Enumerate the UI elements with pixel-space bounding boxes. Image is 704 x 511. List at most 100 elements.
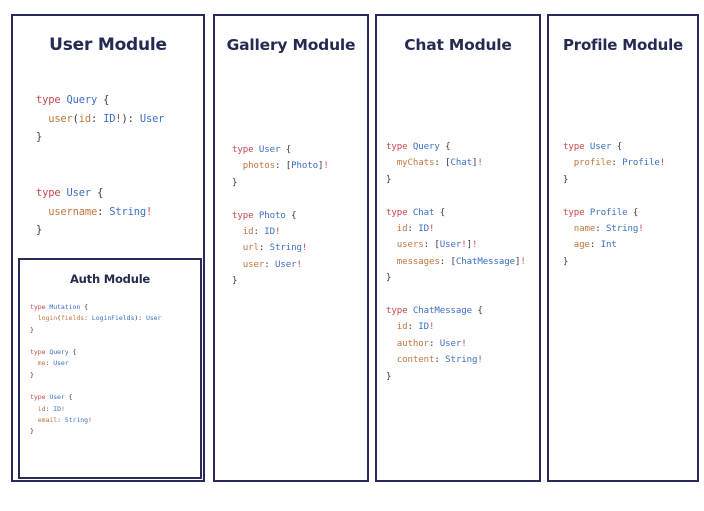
code-token-punc: [30, 314, 38, 322]
code-token-punc: :: [439, 256, 451, 267]
code-token-field: profile: [573, 158, 612, 169]
code-token-type: String: [606, 224, 639, 235]
code-token-punc: :: [45, 404, 54, 413]
code-line: [386, 287, 526, 303]
code-line: users: [User!]!: [386, 237, 526, 253]
code-token-bang: !: [638, 224, 644, 235]
code-token-kw: type: [232, 210, 259, 221]
code-line: type Chat {: [386, 205, 526, 221]
code-line: type Profile {: [563, 205, 665, 221]
code-token-field: name: [573, 224, 596, 235]
code-line: id: ID!: [386, 319, 526, 335]
code-token-type: ID: [103, 112, 116, 125]
code-token-punc: }: [563, 256, 569, 267]
code-token-punc: }: [36, 131, 43, 144]
card-title-auth-module: Auth Module: [69, 272, 151, 286]
code-token-type: Mutation: [49, 303, 81, 311]
code-line: }: [386, 270, 526, 286]
code-token-punc: }: [386, 273, 392, 284]
code-block-user-module: type Query { user(id: ID!): User} type U…: [36, 91, 164, 240]
code-line: }: [232, 175, 329, 191]
code-token-punc: [: [434, 240, 440, 251]
code-line: profile: Profile!: [563, 155, 665, 171]
code-token-type: ID: [418, 224, 429, 235]
code-token-type: String: [269, 243, 302, 254]
code-token-punc: [: [285, 161, 292, 172]
code-line: }: [563, 254, 665, 270]
code-line: type Query {: [36, 91, 164, 110]
card-title-chat-module: Chat Module: [404, 36, 512, 54]
card-user-module[interactable]: User Module type Query { user(id: ID!): …: [11, 14, 205, 482]
card-profile-module[interactable]: Profile Module type User { profile: Prof…: [547, 14, 699, 482]
code-token-punc: {: [90, 186, 104, 199]
code-token-type: ChatMessage: [455, 256, 515, 267]
code-token-punc: {: [472, 306, 483, 317]
code-token-punc: :: [423, 240, 435, 251]
code-token-punc: [386, 240, 397, 250]
code-token-bang: !: [301, 243, 308, 254]
code-token-punc: [563, 240, 574, 250]
code-token-punc: [30, 405, 38, 413]
code-token-type: String: [109, 205, 146, 218]
code-line: type User {: [232, 142, 329, 158]
code-line: [232, 191, 329, 207]
code-token-punc: (: [72, 112, 79, 125]
code-token-punc: :: [90, 112, 104, 125]
code-token-kw: type: [386, 142, 413, 152]
code-token-type: ID: [418, 322, 429, 333]
code-token-bang: !: [275, 227, 281, 238]
code-token-punc: :: [595, 224, 606, 235]
code-token-kw: type: [563, 207, 590, 218]
code-token-field: fields: [60, 314, 85, 323]
code-token-punc: [232, 260, 243, 270]
code-token-kw: type: [36, 186, 67, 199]
card-gallery-module[interactable]: Gallery Module type User { photos: [Phot…: [213, 14, 369, 482]
code-token-field: id: [78, 112, 91, 125]
code-token-field: users: [396, 240, 424, 251]
code-line: type User {: [36, 184, 164, 203]
code-line: }: [30, 370, 161, 381]
code-token-punc: ):: [121, 112, 140, 125]
code-token-type: User: [258, 145, 281, 155]
code-token-punc: :: [611, 158, 623, 169]
code-token-punc: :: [258, 243, 270, 254]
code-token-type: ID: [53, 404, 61, 413]
code-token-bang: !: [520, 256, 526, 267]
code-token-type: String: [445, 355, 478, 366]
code-token-punc: :: [45, 359, 54, 368]
code-token-punc: [563, 224, 574, 234]
code-token-punc: }: [30, 370, 34, 379]
code-token-type: User: [439, 240, 462, 251]
code-token-field: login: [37, 314, 58, 323]
card-title-user-module: User Module: [49, 35, 167, 55]
code-token-kw: type: [30, 348, 50, 357]
code-token-punc: :: [429, 338, 440, 349]
code-line: type Query {: [30, 347, 161, 358]
code-line: username: String!: [36, 203, 164, 222]
code-line: photos: [Photo]!: [232, 158, 329, 174]
code-token-punc: {: [627, 207, 639, 218]
code-token-field: me: [37, 359, 46, 368]
code-token-punc: {: [280, 145, 292, 155]
code-token-type: User: [145, 314, 162, 323]
code-line: content: String!: [386, 352, 526, 368]
code-token-kw: type: [30, 303, 50, 311]
code-token-punc: :: [407, 322, 419, 333]
code-token-bang: !: [145, 205, 153, 218]
card-chat-module[interactable]: Chat Module type Query { myChats: [Chat]…: [375, 14, 541, 482]
code-token-punc: [36, 113, 48, 125]
code-token-field: myChats: [396, 158, 435, 169]
code-token-bang: !: [659, 158, 666, 169]
code-line: }: [36, 221, 164, 240]
code-token-bang: !: [296, 259, 302, 270]
code-line: id: ID!: [386, 221, 526, 237]
code-token-field: url: [242, 243, 259, 254]
code-token-field: user: [48, 112, 73, 125]
code-line: type ChatMessage {: [386, 303, 526, 319]
code-token-type: Query: [66, 94, 98, 106]
card-auth-module[interactable]: Auth Module type Mutation { login(fields…: [18, 258, 202, 479]
code-token-punc: [232, 227, 243, 237]
code-token-field: user: [242, 259, 265, 270]
code-line: [36, 165, 164, 184]
code-token-type: Chat: [412, 207, 435, 218]
